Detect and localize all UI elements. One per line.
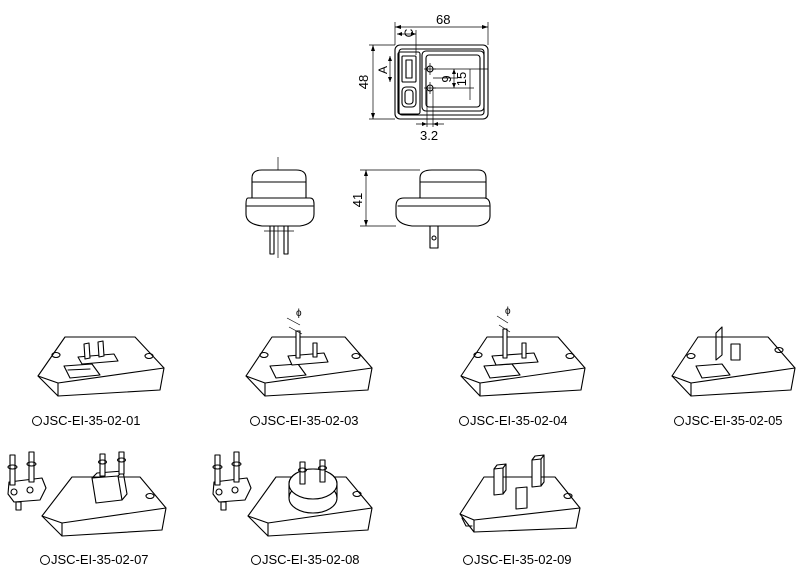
phi-symbol: ϕ [505, 306, 511, 317]
radio-circle-icon[interactable] [32, 415, 42, 426]
model-label: JSC-EI-35-02-07 [51, 552, 149, 567]
dim-height-label: 48 [356, 75, 371, 89]
model-caption-04: JSC-EI-35-02-04 [459, 413, 568, 428]
top-view: 68 48 C A 9 15 3.2 [356, 12, 489, 143]
model-label: JSC-EI-35-02-04 [470, 413, 568, 428]
model-caption-01: JSC-EI-35-02-01 [32, 413, 141, 428]
dim-width-label: 68 [436, 12, 450, 27]
model-label: JSC-EI-35-02-01 [43, 413, 141, 428]
plug-07-illustration [7, 451, 167, 537]
plug-08-illustration [212, 451, 373, 537]
phi-symbol: ϕ [296, 308, 302, 319]
radio-circle-icon[interactable] [250, 415, 260, 426]
model-caption-07: JSC-EI-35-02-07 [40, 552, 149, 567]
radio-circle-icon[interactable] [674, 415, 684, 426]
radio-circle-icon[interactable] [463, 554, 473, 565]
dim-9-label: 9 [439, 75, 454, 82]
model-label: JSC-EI-35-02-08 [262, 552, 360, 567]
plug-09-illustration [459, 454, 581, 533]
dim-pin-pitch-label: 3.2 [420, 128, 438, 143]
model-label: JSC-EI-35-02-03 [261, 413, 359, 428]
plug-05-illustration [671, 326, 796, 397]
radio-circle-icon[interactable] [459, 415, 469, 426]
model-caption-09: JSC-EI-35-02-09 [463, 552, 572, 567]
plug-01-illustration [37, 336, 165, 397]
dim-15-label: 15 [454, 72, 469, 86]
model-caption-03: JSC-EI-35-02-03 [250, 413, 359, 428]
model-label: JSC-EI-35-02-09 [474, 552, 572, 567]
dim-depth-label: 41 [350, 193, 365, 207]
front-view [245, 157, 315, 258]
model-caption-05: JSC-EI-35-02-05 [674, 413, 783, 428]
dim-a-label: A [376, 66, 390, 74]
model-caption-08: JSC-EI-35-02-08 [251, 552, 360, 567]
radio-circle-icon[interactable] [251, 554, 261, 565]
side-view: 41 [350, 169, 491, 249]
dim-c-label: C [402, 28, 416, 37]
radio-circle-icon[interactable] [40, 554, 50, 565]
model-label: JSC-EI-35-02-05 [685, 413, 783, 428]
plug-03-illustration: ϕ [245, 308, 373, 397]
plug-04-illustration: ϕ [460, 306, 586, 397]
